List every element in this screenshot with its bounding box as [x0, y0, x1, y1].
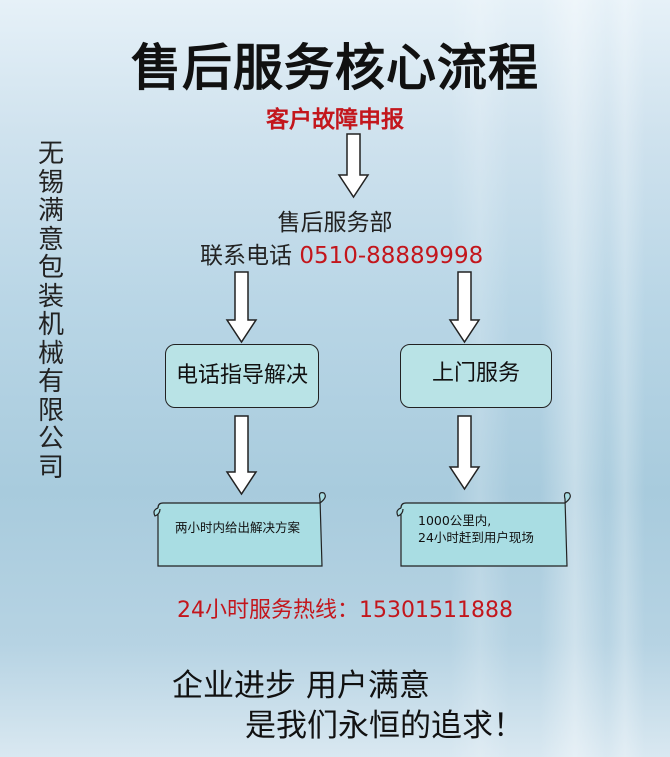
arrow-down-icon: [225, 271, 258, 344]
box-onsite-service: 上门服务: [400, 344, 552, 408]
service-hotline: 24小时服务热线：15301511888: [177, 598, 513, 623]
left-result-text: 两小时内给出解决方案: [175, 520, 301, 535]
right-result-line2: 24小时赶到用户现场: [418, 530, 534, 545]
right-result-line1: 1000公里内,: [418, 513, 492, 528]
light-streak: [605, 0, 645, 757]
arrow-down-icon: [448, 415, 481, 491]
arrow-down-icon: [448, 271, 481, 344]
slogan-line1: 企业进步 用户满意: [172, 668, 430, 704]
phone-label: 联系电话: [200, 243, 292, 269]
page-title: 售后服务核心流程: [131, 39, 539, 97]
slogan-line2: 是我们永恒的追求！: [245, 708, 524, 744]
contact-phone: 联系电话 0510-88889998: [200, 236, 483, 270]
phone-number: 0510-88889998: [299, 243, 484, 269]
scroll-shape: [153, 492, 571, 567]
box-phone-guidance: 电话指导解决: [165, 344, 319, 408]
arrow-down-icon: [225, 415, 258, 496]
step-customer-report: 客户故障申报: [266, 107, 404, 133]
arrow-down-icon: [337, 133, 370, 199]
company-name-vertical: 无锡满意包装机械有限公司: [38, 139, 65, 483]
after-sales-department: 售后服务部: [277, 210, 393, 236]
